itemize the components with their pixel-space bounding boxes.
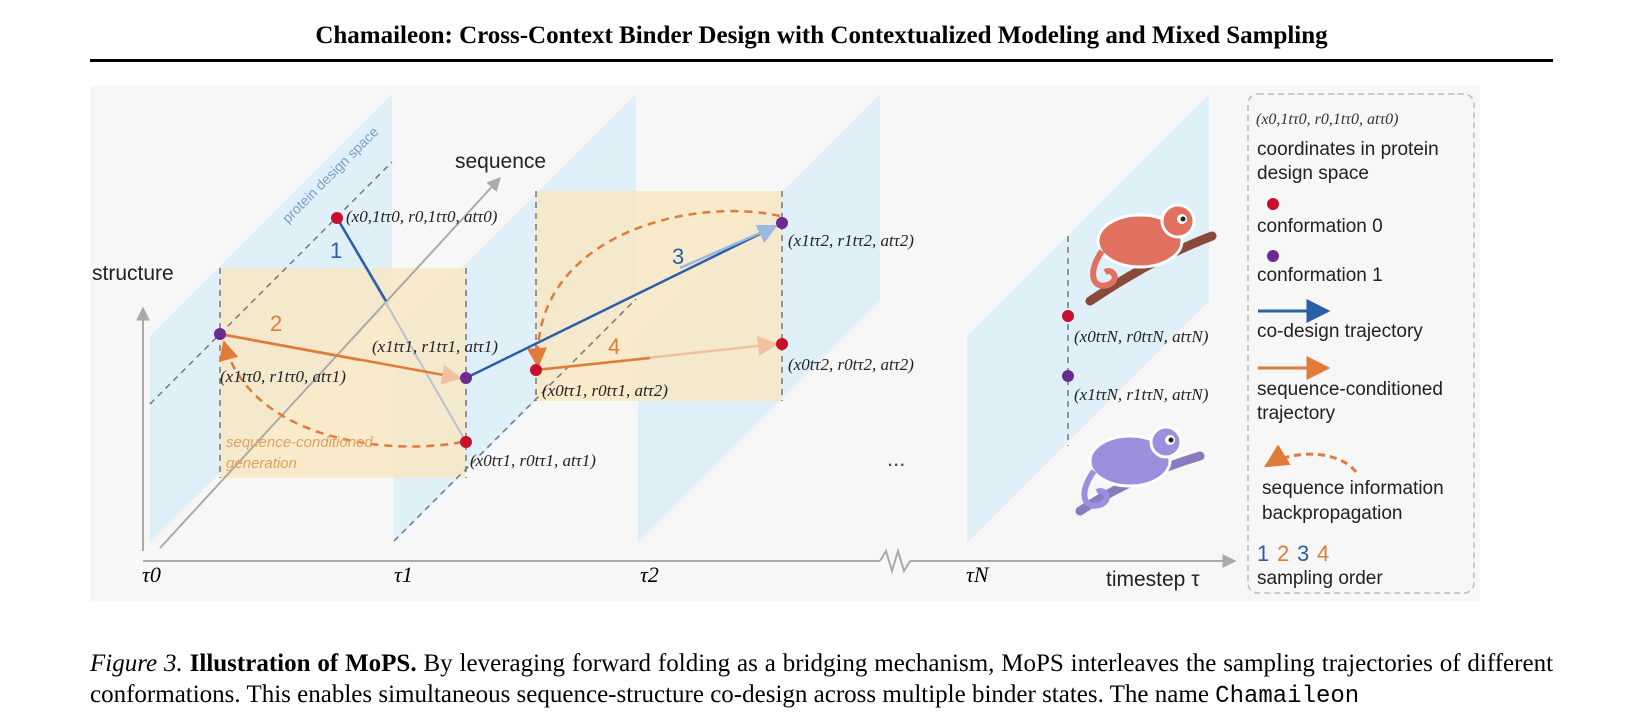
traj-3 bbox=[465, 224, 778, 380]
timestep-axis-label: timestep τ bbox=[1106, 568, 1200, 591]
caption-text: By leveraging forward folding as a bridg… bbox=[90, 650, 1554, 708]
label-p1-low: (x0tτ1, r0tτ1, atτ1) bbox=[470, 451, 596, 470]
legend-coord-symbol: (x0,1tτ0, r0,1tτ0, atτ0) bbox=[1256, 111, 1399, 128]
guide-lines bbox=[149, 161, 1069, 542]
legend-seqcond-2: trajectory bbox=[1257, 403, 1336, 424]
figure-caption: Figure 3. Illustration of MoPS. By lever… bbox=[90, 648, 1553, 712]
legend-order-1: 1 bbox=[1257, 541, 1269, 566]
sequence-axis-label: sequence bbox=[455, 150, 546, 173]
tick-t0: τ0 bbox=[142, 562, 161, 587]
sequence-axis bbox=[159, 176, 501, 549]
label-pN-low: (x1tτN, r1tτN, atτN) bbox=[1074, 385, 1209, 404]
seq-box-2 bbox=[536, 191, 782, 401]
caption-name: Chamaileon bbox=[1215, 683, 1360, 710]
step-3: 3 bbox=[672, 244, 684, 269]
traj-2-solid bbox=[219, 332, 361, 362]
sequence-boxes bbox=[220, 191, 782, 478]
label-p0-top: (x0,1tτ0, r0,1tτ0, atτ0) bbox=[346, 207, 498, 226]
chameleon-purple-icon bbox=[1075, 425, 1205, 516]
caption-heading: Illustration of MoPS. bbox=[189, 650, 417, 677]
plane-tN bbox=[967, 94, 1209, 543]
label-p2-top: (x1tτ2, r1tτ2, atτ2) bbox=[788, 231, 914, 250]
legend-backprop-2: backpropagation bbox=[1262, 503, 1403, 524]
step-2: 2 bbox=[270, 311, 282, 336]
legend-codesign: co-design trajectory bbox=[1257, 321, 1423, 342]
seq-gen-label-1: sequence-conditioned bbox=[226, 434, 373, 451]
structure-axis-label: structure bbox=[92, 262, 174, 285]
points bbox=[214, 212, 1074, 448]
legend-box bbox=[1247, 93, 1475, 594]
backprop-1 bbox=[218, 340, 463, 448]
step-1: 1 bbox=[330, 238, 342, 263]
legend-backprop-arrow bbox=[1263, 444, 1358, 473]
page-header-title: Chamaileon: Cross-Context Binder Design … bbox=[315, 22, 1328, 49]
seq-gen-label-2: generation bbox=[226, 455, 297, 472]
label-p0-low: (x1tτ0, r1tτ0, atτ1) bbox=[220, 367, 346, 386]
legend-seqcond-1: sequence-conditioned bbox=[1257, 379, 1443, 400]
point-t0-low bbox=[214, 328, 226, 340]
legend-order-text: sampling order bbox=[1257, 568, 1383, 589]
legend-conf0-dot bbox=[1267, 198, 1279, 210]
point-tN-low bbox=[1062, 370, 1074, 382]
traj-4-solid bbox=[535, 356, 651, 372]
point-t1-top bbox=[460, 372, 472, 384]
legend-backprop-1: sequence information bbox=[1262, 478, 1444, 499]
traj-1 bbox=[335, 217, 388, 302]
header-rule bbox=[90, 59, 1553, 62]
legend-conf1-dot bbox=[1267, 250, 1279, 262]
backprop-2 bbox=[526, 209, 781, 368]
label-p1-top: (x1tτ1, r1tτ1, atτ1) bbox=[372, 337, 498, 356]
point-t1-mid bbox=[530, 364, 542, 376]
tick-t1: τ1 bbox=[394, 562, 413, 587]
point-tN-top bbox=[1062, 310, 1074, 322]
tick-t2: τ2 bbox=[640, 562, 659, 587]
point-t2-low bbox=[776, 338, 788, 350]
axis-break bbox=[879, 547, 911, 575]
legend: (x0,1tτ0, r0,1tτ0, atτ0) coordinates in … bbox=[1247, 93, 1475, 594]
legend-conf1: conformation 1 bbox=[1257, 265, 1383, 286]
seq-box-1 bbox=[220, 268, 466, 478]
traj-3-fade bbox=[679, 224, 777, 270]
legend-coord-text-2: design space bbox=[1257, 163, 1369, 184]
ellipsis: ... bbox=[887, 446, 905, 471]
point-t0-top bbox=[331, 212, 343, 224]
tick-tN: τN bbox=[966, 562, 990, 587]
step-4: 4 bbox=[608, 334, 620, 359]
caption-label: Figure 3. bbox=[90, 650, 183, 677]
legend-order-4: 4 bbox=[1317, 541, 1329, 566]
trajectories bbox=[218, 209, 781, 448]
legend-order-2: 2 bbox=[1277, 541, 1289, 566]
label-pN-top: (x0tτN, r0tτN, atτN) bbox=[1074, 327, 1209, 346]
chameleon-red-icon bbox=[1085, 203, 1217, 306]
label-p2-low: (x0tτ2, r0tτ2, atτ2) bbox=[788, 355, 914, 374]
point-t2-top bbox=[776, 217, 788, 229]
legend-coord-text-1: coordinates in protein bbox=[1257, 139, 1439, 160]
axes bbox=[136, 176, 1237, 575]
legend-order-3: 3 bbox=[1297, 541, 1309, 566]
label-p1-mid: (x0tτ1, r0tτ1, atτ2) bbox=[542, 381, 668, 400]
point-t1-low bbox=[460, 436, 472, 448]
legend-conf0: conformation 0 bbox=[1257, 216, 1383, 237]
mops-figure: structure sequence timestep τ protein de… bbox=[90, 86, 1480, 601]
